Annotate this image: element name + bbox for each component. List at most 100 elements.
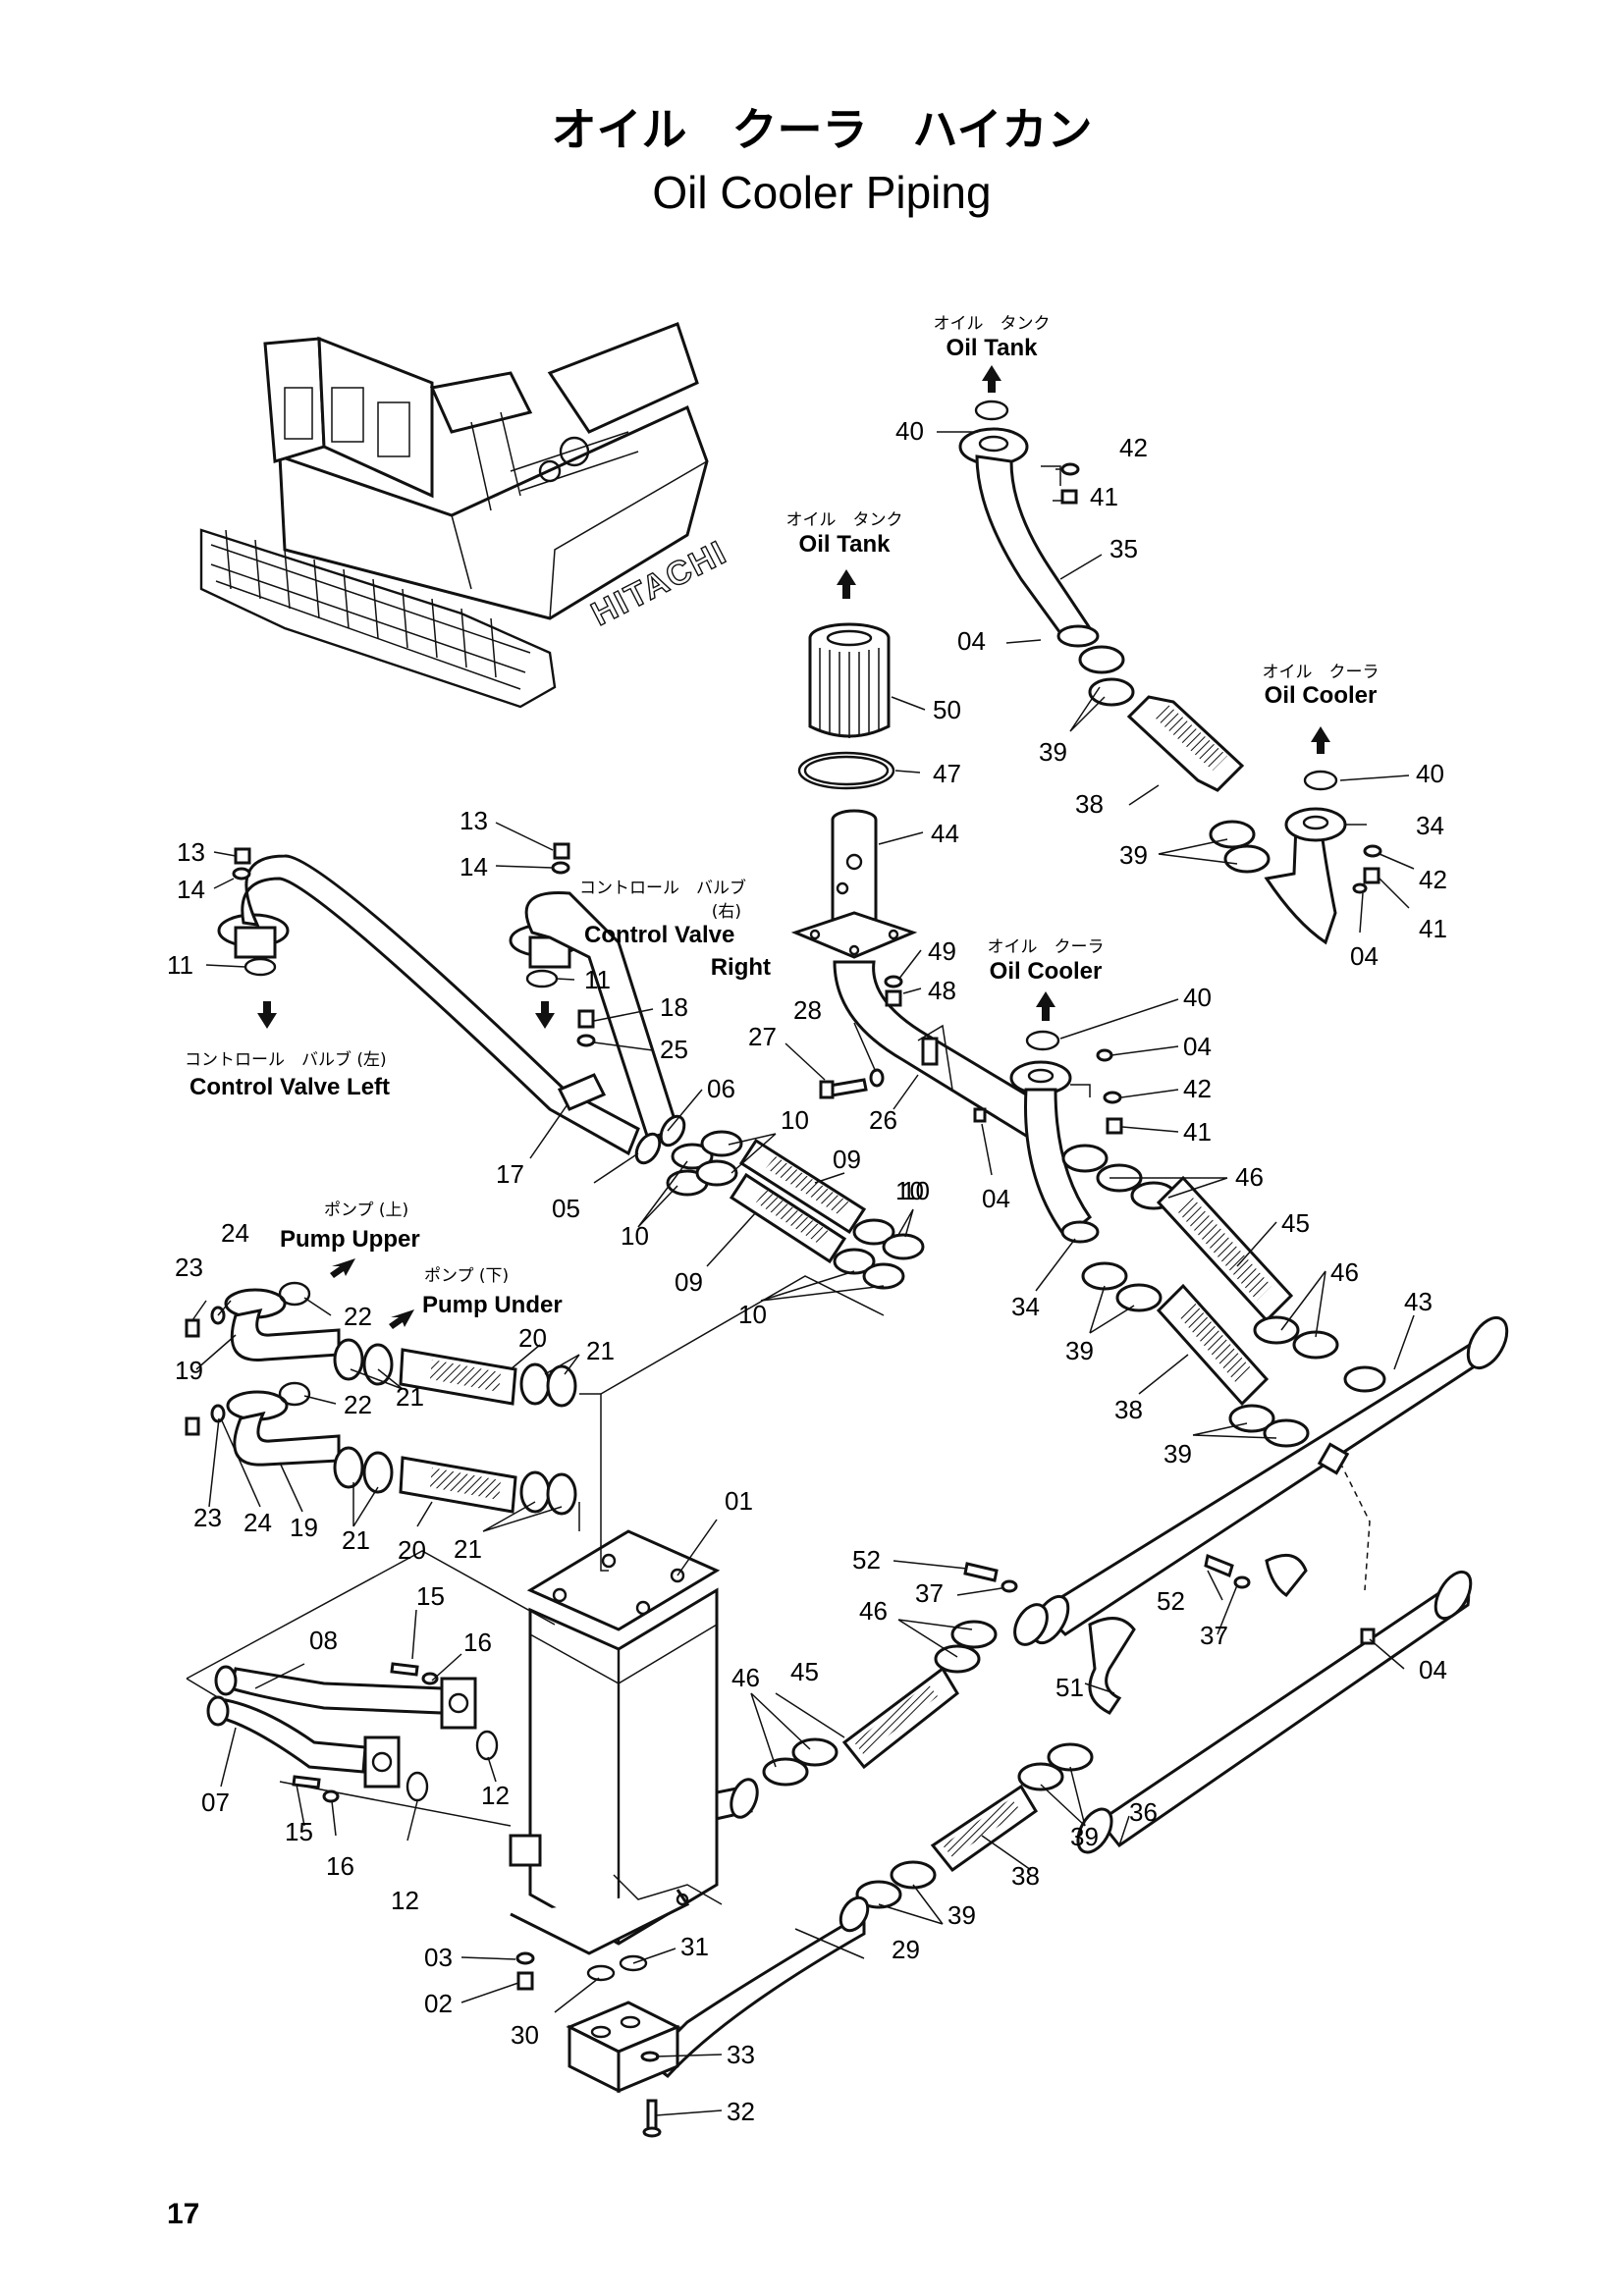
part-number: 21: [396, 1382, 424, 1412]
o-ring-40b: [1303, 770, 1338, 791]
o-ring-11-right: [525, 969, 559, 988]
part-number: 10: [781, 1105, 809, 1135]
arrow-up-icon: [1311, 726, 1330, 754]
part-number: 44: [931, 819, 959, 848]
part-number: 45: [790, 1657, 819, 1686]
part-number: 51: [1055, 1673, 1084, 1702]
part-number: 36: [1129, 1797, 1158, 1827]
page-number: 17: [167, 2198, 199, 2230]
dest-pump-under-jp: ポンプ (下): [424, 1266, 509, 1286]
dest-control-valve-left-jp: コントロール バルブ (左): [185, 1049, 387, 1070]
excavator-illustration: HITACHI: [199, 322, 733, 709]
part-number: 40: [895, 416, 924, 446]
arrow-upright-icon: [389, 1309, 414, 1329]
part-number: 28: [793, 995, 822, 1025]
part-number: 13: [460, 806, 488, 835]
destination-labels: コントロール バルブ (右) Control Valve Right コントロー…: [185, 878, 771, 1318]
part-number: 38: [1011, 1861, 1040, 1891]
part-number: 04: [1350, 941, 1379, 971]
arrow-up-icon: [982, 365, 1001, 393]
o-ring-22-lower: [278, 1381, 311, 1407]
part-number-callouts: 40 42 41 35 04 39 38 40 34 39 42 41 04 5…: [167, 416, 1447, 2126]
part-number: 10: [738, 1300, 767, 1329]
part-number: 07: [201, 1788, 230, 1817]
dest-control-valve-right-side: (右): [712, 902, 741, 922]
o-ring-40c: [1025, 1030, 1060, 1051]
part-number: 39: [1070, 1822, 1099, 1851]
part-number: 17: [496, 1159, 524, 1189]
part-number: 24: [221, 1218, 249, 1248]
part-number: 04: [982, 1184, 1010, 1213]
part-number: 46: [1330, 1257, 1359, 1287]
part-number: 15: [416, 1581, 445, 1611]
part-number: 46: [859, 1596, 888, 1626]
arrow-up-icon: [837, 569, 856, 599]
part-number: 43: [1404, 1287, 1433, 1316]
arrow-up-icon: [1036, 991, 1055, 1021]
part-number: 10: [621, 1221, 649, 1251]
part-number: 10: [895, 1176, 924, 1205]
part-number: 21: [586, 1336, 615, 1365]
o-ring-12-lower: [406, 1771, 429, 1802]
pump-pipes: [185, 1258, 885, 1572]
part-number: 16: [326, 1851, 354, 1881]
part-number: 29: [892, 1935, 920, 1964]
part-number: 37: [1200, 1621, 1228, 1650]
part-number: 04: [957, 626, 986, 656]
part-number: 32: [727, 2097, 755, 2126]
part-number: 39: [1039, 737, 1067, 767]
part-number: 34: [1011, 1292, 1040, 1321]
oil-cooler-return-pipe-assembly: オイル タンク Oil Tank オイル クーラ Oil Cooler: [934, 314, 1382, 945]
part-number: 13: [177, 837, 205, 867]
leader-lines: [191, 431, 1415, 2116]
part-number: 24: [243, 1508, 272, 1537]
dest-oil-cooler-right-jp: オイル クーラ: [1263, 663, 1380, 682]
oil-cooler-body: [509, 1529, 723, 2138]
part-number: 14: [460, 852, 488, 881]
part-number: 16: [463, 1628, 492, 1657]
dest-oil-tank-top-jp: オイル タンク: [934, 314, 1051, 334]
dest-pump-upper-en: Pump Upper: [280, 1226, 420, 1253]
part-number: 39: [947, 1900, 976, 1930]
part-number: 35: [1109, 534, 1138, 563]
arrow-upright-icon: [330, 1258, 355, 1278]
part-number: 38: [1114, 1395, 1143, 1424]
part-number: 52: [1157, 1586, 1185, 1616]
o-ring-47: [797, 751, 895, 790]
dest-pump-under-en: Pump Under: [422, 1292, 563, 1318]
dest-oil-tank-mid-jp: オイル タンク: [786, 510, 903, 530]
part-number: 49: [928, 936, 956, 966]
part-number: 21: [342, 1525, 370, 1555]
part-number: 33: [727, 2040, 755, 2069]
part-number: 26: [869, 1105, 897, 1135]
part-number: 02: [424, 1989, 453, 2018]
part-number: 05: [552, 1194, 580, 1223]
dest-control-valve-left-en: Control Valve Left: [189, 1074, 390, 1100]
part-number: 42: [1419, 865, 1447, 894]
arrow-down-icon: [257, 1001, 277, 1029]
part-number: 39: [1065, 1336, 1094, 1365]
arrow-down-icon: [535, 1001, 555, 1029]
part-number: 06: [707, 1074, 735, 1103]
part-number: 31: [680, 1932, 709, 1961]
part-number: 42: [1183, 1074, 1212, 1103]
part-number: 23: [175, 1253, 203, 1282]
part-number: 08: [309, 1626, 338, 1655]
part-number: 45: [1281, 1208, 1310, 1238]
part-number: 19: [175, 1356, 203, 1385]
dest-control-valve-right-en2: Right: [711, 954, 771, 981]
part-number: 11: [167, 950, 193, 980]
dest-oil-cooler-right-en: Oil Cooler: [1265, 682, 1378, 709]
part-number: 39: [1163, 1439, 1192, 1468]
part-number: 30: [511, 2020, 539, 2050]
part-number: 11: [584, 965, 611, 994]
o-ring-22-upper: [278, 1281, 311, 1307]
part-number: 39: [1119, 840, 1148, 870]
part-number: 34: [1416, 811, 1444, 840]
part-number: 01: [725, 1486, 753, 1516]
part-number: 23: [193, 1503, 222, 1532]
oil-cooler-inlet-pipe-assembly: オイル クーラ Oil Cooler: [988, 937, 1386, 1448]
oil-filter-assembly: オイル タンク Oil Tank: [786, 510, 1054, 1142]
part-number: 21: [454, 1534, 482, 1564]
